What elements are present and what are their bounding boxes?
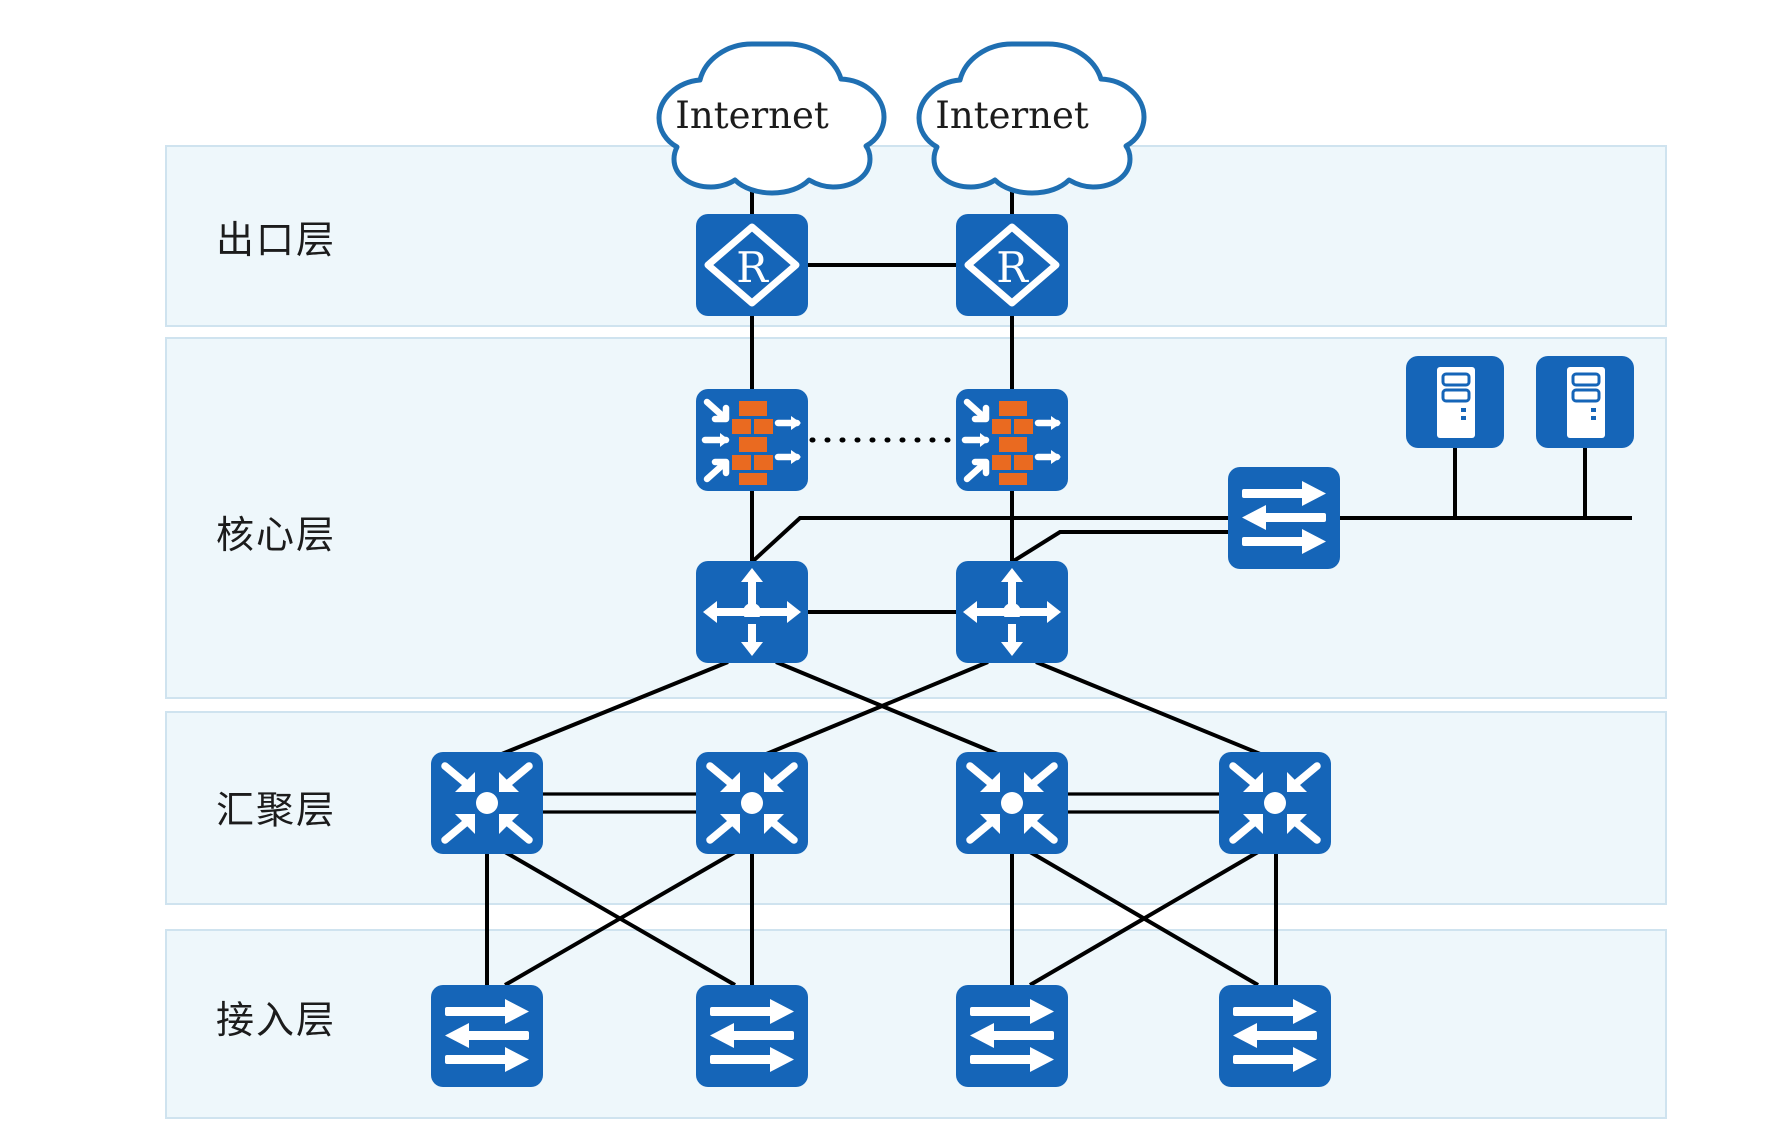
- layer-label-access: 接入层: [216, 998, 336, 1042]
- layer-bands: [165, 145, 1667, 1119]
- layer-band-aggregation: [165, 711, 1667, 905]
- link-core1-serverswitch: [750, 516, 1280, 564]
- core-switch-1[interactable]: [696, 561, 808, 663]
- access-switch-1[interactable]: [431, 985, 543, 1087]
- agg-switch-3[interactable]: [956, 752, 1068, 854]
- agg-switch-4[interactable]: [1219, 752, 1331, 854]
- link-core2-agg4: [1035, 660, 1276, 762]
- firewall-2[interactable]: [956, 389, 1068, 491]
- firewall-1[interactable]: [696, 389, 808, 491]
- cloud-label-right: Internet: [935, 94, 1089, 137]
- server-2[interactable]: [1534, 354, 1636, 450]
- router-2[interactable]: [956, 214, 1068, 316]
- layer-band-egress: [165, 145, 1667, 327]
- cloud-shape-right: [916, 41, 1147, 196]
- access-switch-2[interactable]: [696, 985, 808, 1087]
- link-core2-serverswitch: [1010, 530, 1230, 564]
- link-agg4-access3: [1028, 850, 1260, 987]
- topology-links: [485, 168, 1632, 987]
- cloud-internet-right: Internet: [916, 41, 1147, 196]
- layer-band-access: [165, 929, 1667, 1119]
- access-switch-4[interactable]: [1219, 985, 1331, 1087]
- cloud-shape-left: [656, 41, 887, 196]
- link-core1-agg1: [486, 660, 729, 762]
- link-core1-agg3: [775, 660, 1013, 762]
- core-switch-2[interactable]: [956, 561, 1068, 663]
- link-agg2-access1: [503, 850, 737, 987]
- cloud-internet-left: Internet: [656, 41, 887, 196]
- agg-switch-2[interactable]: [696, 752, 808, 854]
- router-1[interactable]: [696, 214, 808, 316]
- server-1[interactable]: [1404, 354, 1506, 450]
- layer-label-egress: 出口层: [216, 218, 336, 262]
- access-switch-3[interactable]: [956, 985, 1068, 1087]
- agg-switch-1[interactable]: [431, 752, 543, 854]
- link-core2-agg2: [751, 660, 989, 762]
- server-switch[interactable]: [1228, 467, 1340, 569]
- cloud-label-left: Internet: [675, 94, 829, 137]
- layer-label-core: 核心层: [216, 513, 336, 557]
- layer-label-aggregation: 汇聚层: [216, 788, 336, 832]
